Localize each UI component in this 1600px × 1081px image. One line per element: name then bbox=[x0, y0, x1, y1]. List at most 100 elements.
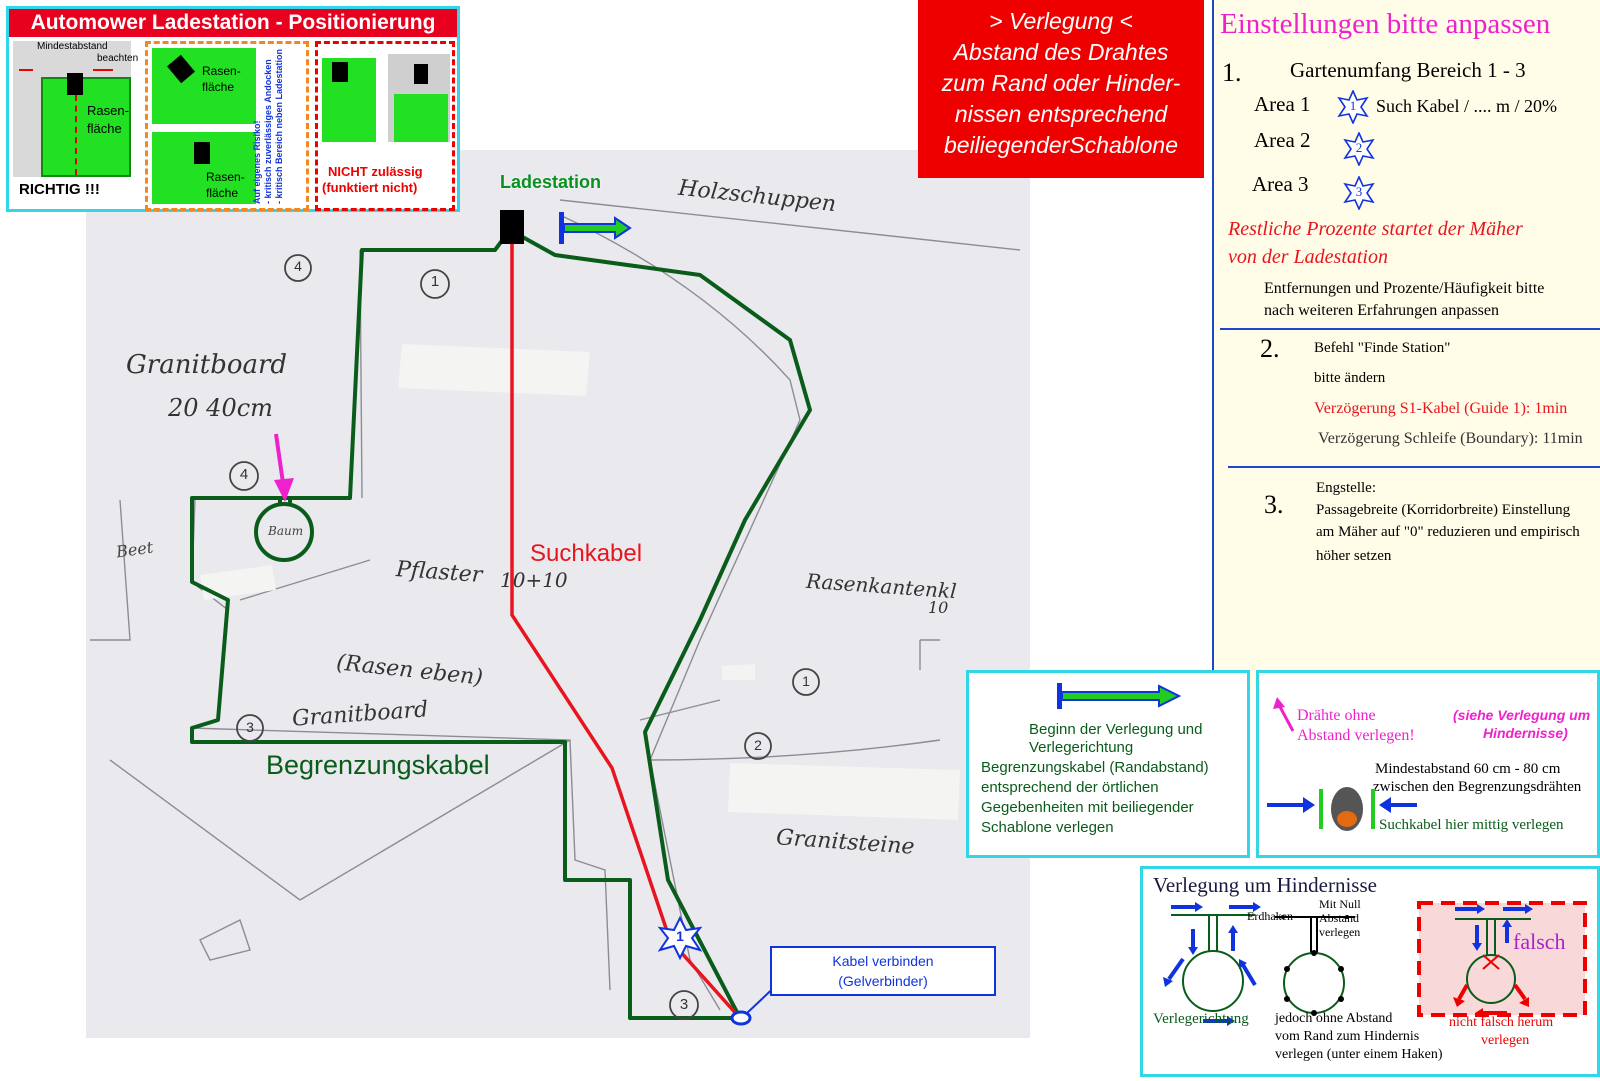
banner-line: beiliegenderSchablone bbox=[943, 132, 1179, 158]
circle-digit: 2 bbox=[754, 737, 762, 753]
granitboard-dim-label: 20 40cm bbox=[168, 394, 273, 422]
banner-line: nissen entsprechend bbox=[954, 101, 1168, 127]
circle-digit: 3 bbox=[246, 719, 254, 735]
passage-line3: höher setzen bbox=[1316, 548, 1392, 564]
area1-star-number: 1 bbox=[1349, 98, 1357, 113]
jedoch-line3: verlegen (unter einem Haken) bbox=[1275, 1047, 1443, 1062]
verzoegerung-s1-text: Verzögerung S1-Kabel (Guide 1): 1min bbox=[1314, 400, 1568, 417]
nicht-zulaessig-label: NICHT zulässig bbox=[328, 164, 423, 179]
engstelle-text: Engstelle: bbox=[1316, 480, 1376, 496]
magenta-arrow-icon bbox=[1273, 697, 1295, 732]
verlegerichtung-label: Verlegerichtung bbox=[1153, 1011, 1249, 1027]
restlich-line1: Restliche Prozente startet der Mäher bbox=[1228, 218, 1523, 240]
area2-star-number: 2 bbox=[1355, 140, 1363, 155]
nicht-zulaessig-diagram: NICHT zulässig (funktiert nicht) bbox=[315, 41, 455, 211]
pencil-sketch bbox=[90, 199, 1021, 1011]
entfernungen-line2: nach weiteren Erfahrungen anpassen bbox=[1264, 302, 1499, 319]
suchkabel-label: Suchkabel bbox=[530, 540, 643, 567]
mindestabstand-text: Mindestabstand bbox=[37, 41, 108, 52]
garden-sketch: Ladestation Holzschuppen Granitboard 20 … bbox=[86, 150, 1030, 1038]
divider bbox=[1220, 328, 1600, 330]
risiko-diagram: Rasen- fläche Rasen- fläche Auf eigenes … bbox=[145, 41, 309, 211]
mower-between-wires-icon bbox=[1267, 787, 1375, 831]
section-number: 3. bbox=[1264, 490, 1284, 519]
rasen-area bbox=[41, 77, 131, 177]
rasen-area bbox=[322, 58, 376, 142]
circle-digit: 4 bbox=[294, 258, 302, 274]
mit-null-line3: verlegen bbox=[1319, 925, 1361, 939]
passage-line2: am Mäher auf "0" reduzieren und empirisc… bbox=[1316, 524, 1580, 540]
left-arrow-icon bbox=[19, 69, 33, 71]
entfernungen-line1: Entfernungen und Prozente/Häufigkeit bit… bbox=[1264, 280, 1545, 297]
hindernis-title: Verlegung um Hindernisse bbox=[1153, 873, 1377, 897]
rasenkanten-dim-label: 10 bbox=[928, 598, 949, 617]
zero-distance-loop-icon bbox=[1275, 915, 1355, 1016]
start-arrow-icon bbox=[1057, 683, 1182, 709]
boundary-wire bbox=[190, 228, 812, 1020]
settings-title: Einstellungen bitte anpassen bbox=[1220, 8, 1551, 40]
suchkabel-mittig-text: Suchkabel hier mittig verlegen bbox=[1379, 817, 1564, 833]
begrenzungskabel-label: Begrenzungskabel bbox=[266, 750, 490, 780]
area3-label: Area 3 bbox=[1252, 172, 1309, 196]
area3-star-number: 3 bbox=[1355, 184, 1363, 199]
baum-label: Baum bbox=[268, 524, 304, 538]
granitboard-label: Granitboard bbox=[126, 350, 288, 380]
rasen-text: Rasen- bbox=[202, 64, 241, 78]
area1-star-icon: 1 bbox=[1336, 89, 1370, 125]
settings-panel: Einstellungen bitte anpassen 1. Gartenum… bbox=[1212, 0, 1600, 690]
flaeche-text: fläche bbox=[206, 186, 239, 200]
draehte-line2: Abstand verlegen! bbox=[1297, 727, 1415, 744]
hindernis-diagram bbox=[1163, 901, 1587, 1026]
begin-line2: Verlegerichtung bbox=[1029, 739, 1134, 756]
circle-digit: 3 bbox=[679, 996, 689, 1013]
mindest-line2: zwischen den Begrenzungsdrähten bbox=[1373, 779, 1582, 795]
wrong-loop-icon bbox=[1417, 901, 1587, 1018]
legend-begin-panel: Beginn der Verlegung und Verlegerichtung… bbox=[966, 670, 1250, 858]
befehl-text: Befehl "Finde Station" bbox=[1314, 340, 1451, 356]
station-icon bbox=[67, 73, 83, 95]
station-icon bbox=[194, 142, 210, 164]
charging-station-icon bbox=[500, 210, 524, 244]
risiko-line: Auf eigenes Risiko! bbox=[252, 120, 262, 204]
banner-line: zum Rand oder Hinder- bbox=[941, 70, 1181, 96]
circle-digit: 1 bbox=[802, 673, 810, 689]
legend-hindernis-panel: Verlegung um Hindernisse bbox=[1140, 866, 1600, 1077]
kabel-verbinden-callout: Kabel verbinden (Gelverbinder) bbox=[770, 946, 996, 996]
nicht-falsch-line2: verlegen bbox=[1481, 1033, 1530, 1048]
circled-numbers bbox=[229, 254, 820, 1020]
flaeche-text: fläche bbox=[87, 121, 122, 136]
gel-connector-icon bbox=[730, 1010, 752, 1026]
kabel-verbinden-line2: (Gelverbinder) bbox=[838, 973, 928, 989]
rasen-area bbox=[152, 48, 256, 124]
richtig-diagram: Mindestabstand beachten Rasen- fläche bbox=[13, 41, 138, 177]
legend-abstand-panel: Drähte ohne Abstand verlegen! (siehe Ver… bbox=[1256, 670, 1600, 858]
mindest-line1: Mindestabstand 60 cm - 80 cm bbox=[1375, 761, 1561, 777]
start-arrow-icon bbox=[559, 212, 632, 244]
section-number: 2. bbox=[1260, 334, 1280, 363]
guide-line bbox=[75, 95, 77, 175]
area2-label: Area 2 bbox=[1254, 128, 1311, 152]
right-arrow-icon bbox=[93, 69, 113, 71]
guide-wire bbox=[510, 232, 742, 1020]
rasen-text: Rasen- bbox=[206, 170, 245, 184]
siehe-line2: Hindernisse) bbox=[1483, 725, 1568, 741]
positioning-panel: Automower Ladestation - Positionierung M… bbox=[6, 6, 460, 212]
tree-loop bbox=[254, 502, 314, 562]
begin-line3: Begrenzungskabel (Randabstand) bbox=[981, 759, 1209, 776]
correct-loop-icon bbox=[1163, 902, 1261, 1026]
richtig-label: RICHTIG !!! bbox=[19, 181, 100, 198]
circle-digit: 4 bbox=[239, 466, 249, 483]
funktiert-nicht-label: (funktiert nicht) bbox=[322, 180, 418, 195]
tape-strips bbox=[200, 344, 960, 820]
mit-null-line2: Abstand bbox=[1319, 911, 1359, 925]
jedoch-line2: vom Rand zum Hindernis bbox=[1275, 1029, 1420, 1044]
area2-star-icon: 2 bbox=[1342, 131, 1376, 167]
right-arrow-icon bbox=[1379, 797, 1417, 813]
flaeche-text: fläche bbox=[202, 80, 235, 94]
circle-digit: 1 bbox=[430, 273, 440, 290]
beachten-text: beachten bbox=[97, 53, 139, 64]
divider bbox=[1228, 466, 1600, 468]
passage-line1: Passagebreite (Korridorbreite) Einstellu… bbox=[1316, 502, 1571, 518]
banner-line: > Verlegung < bbox=[989, 8, 1133, 34]
jedoch-line1: jedoch ohne Abstand bbox=[1275, 1011, 1393, 1026]
